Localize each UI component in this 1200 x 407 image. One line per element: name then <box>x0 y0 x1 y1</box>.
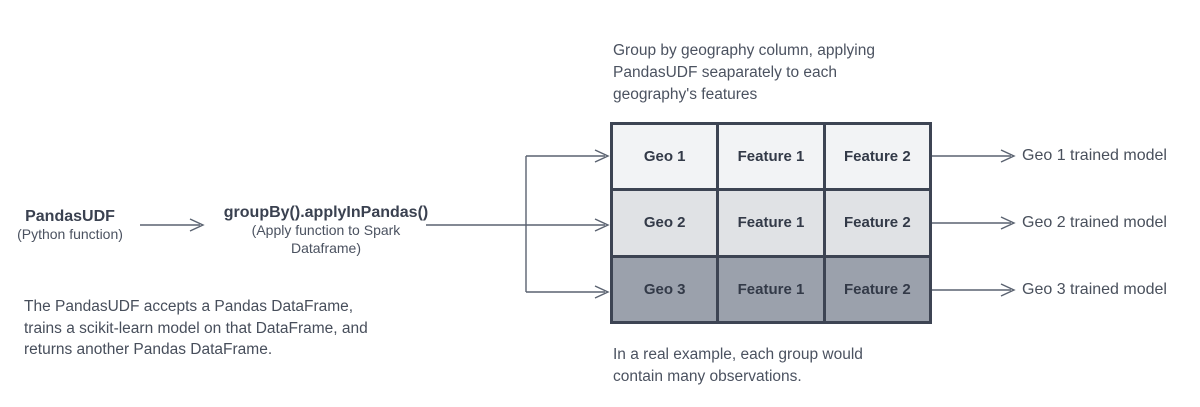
arrow-table-to-model-2 <box>932 216 1016 230</box>
output-label-geo2: Geo 2 trained model <box>1022 214 1167 231</box>
pandasudf-node: PandasUDF (Python function) <box>6 207 134 244</box>
arrow-groupby-to-table <box>426 218 610 232</box>
left-note-line: returns another Pandas DataFrame. <box>24 341 273 358</box>
groupby-title: groupBy().applyInPandas() <box>223 204 429 221</box>
cell-geo1-feature1: Feature 1 <box>716 121 826 192</box>
bottom-note-line: contain many observations. <box>613 368 802 385</box>
cell-geo3: Geo 3 <box>609 254 720 325</box>
table-row-geo3: Geo 3 Feature 1 Feature 2 <box>609 254 933 325</box>
groupby-subtitle: Dataframe) <box>290 239 362 256</box>
cell-geo2-feature2: Feature 2 <box>822 188 933 258</box>
top-note-line: geography's features <box>613 86 758 103</box>
output-label-geo1: Geo 1 trained model <box>1022 147 1167 164</box>
bottom-note-line: In a real example, each group would <box>613 346 863 363</box>
cell-geo2-feature1: Feature 1 <box>716 188 826 258</box>
left-note-line: The PandasUDF accepts a Pandas DataFrame… <box>24 298 354 315</box>
arrow-table-to-model-3 <box>932 283 1016 297</box>
top-note-line: Group by geography column, applying <box>613 42 875 59</box>
top-note-line: PandasUDF seaparately to each <box>613 64 838 81</box>
left-note: The PandasUDF accepts a Pandas DataFrame… <box>24 296 368 361</box>
table-row-geo2: Geo 2 Feature 1 Feature 2 <box>609 188 933 258</box>
arrow-pandasudf-to-groupby <box>140 218 205 232</box>
cell-geo2: Geo 2 <box>609 188 720 258</box>
cell-geo1: Geo 1 <box>609 121 720 192</box>
branch-lines <box>525 149 610 299</box>
pandasudf-title: PandasUDF <box>25 208 115 225</box>
top-note: Group by geography column, applying Pand… <box>613 40 875 106</box>
cell-geo1-feature2: Feature 2 <box>822 121 933 192</box>
geo-feature-table: Geo 1 Feature 1 Feature 2 Geo 2 Feature … <box>609 121 933 325</box>
groupby-subtitle: (Apply function to Spark <box>251 222 401 238</box>
table-row-geo1: Geo 1 Feature 1 Feature 2 <box>609 121 933 192</box>
cell-geo3-feature1: Feature 1 <box>716 254 826 325</box>
groupby-node: groupBy().applyInPandas() (Apply functio… <box>222 203 430 257</box>
output-label-geo3: Geo 3 trained model <box>1022 281 1167 298</box>
cell-geo3-feature2: Feature 2 <box>822 254 933 325</box>
arrow-table-to-model-1 <box>932 149 1016 163</box>
bottom-note: In a real example, each group would cont… <box>613 344 863 388</box>
left-note-line: trains a scikit-learn model on that Data… <box>24 319 368 337</box>
pandasudf-subtitle: (Python function) <box>17 226 123 242</box>
